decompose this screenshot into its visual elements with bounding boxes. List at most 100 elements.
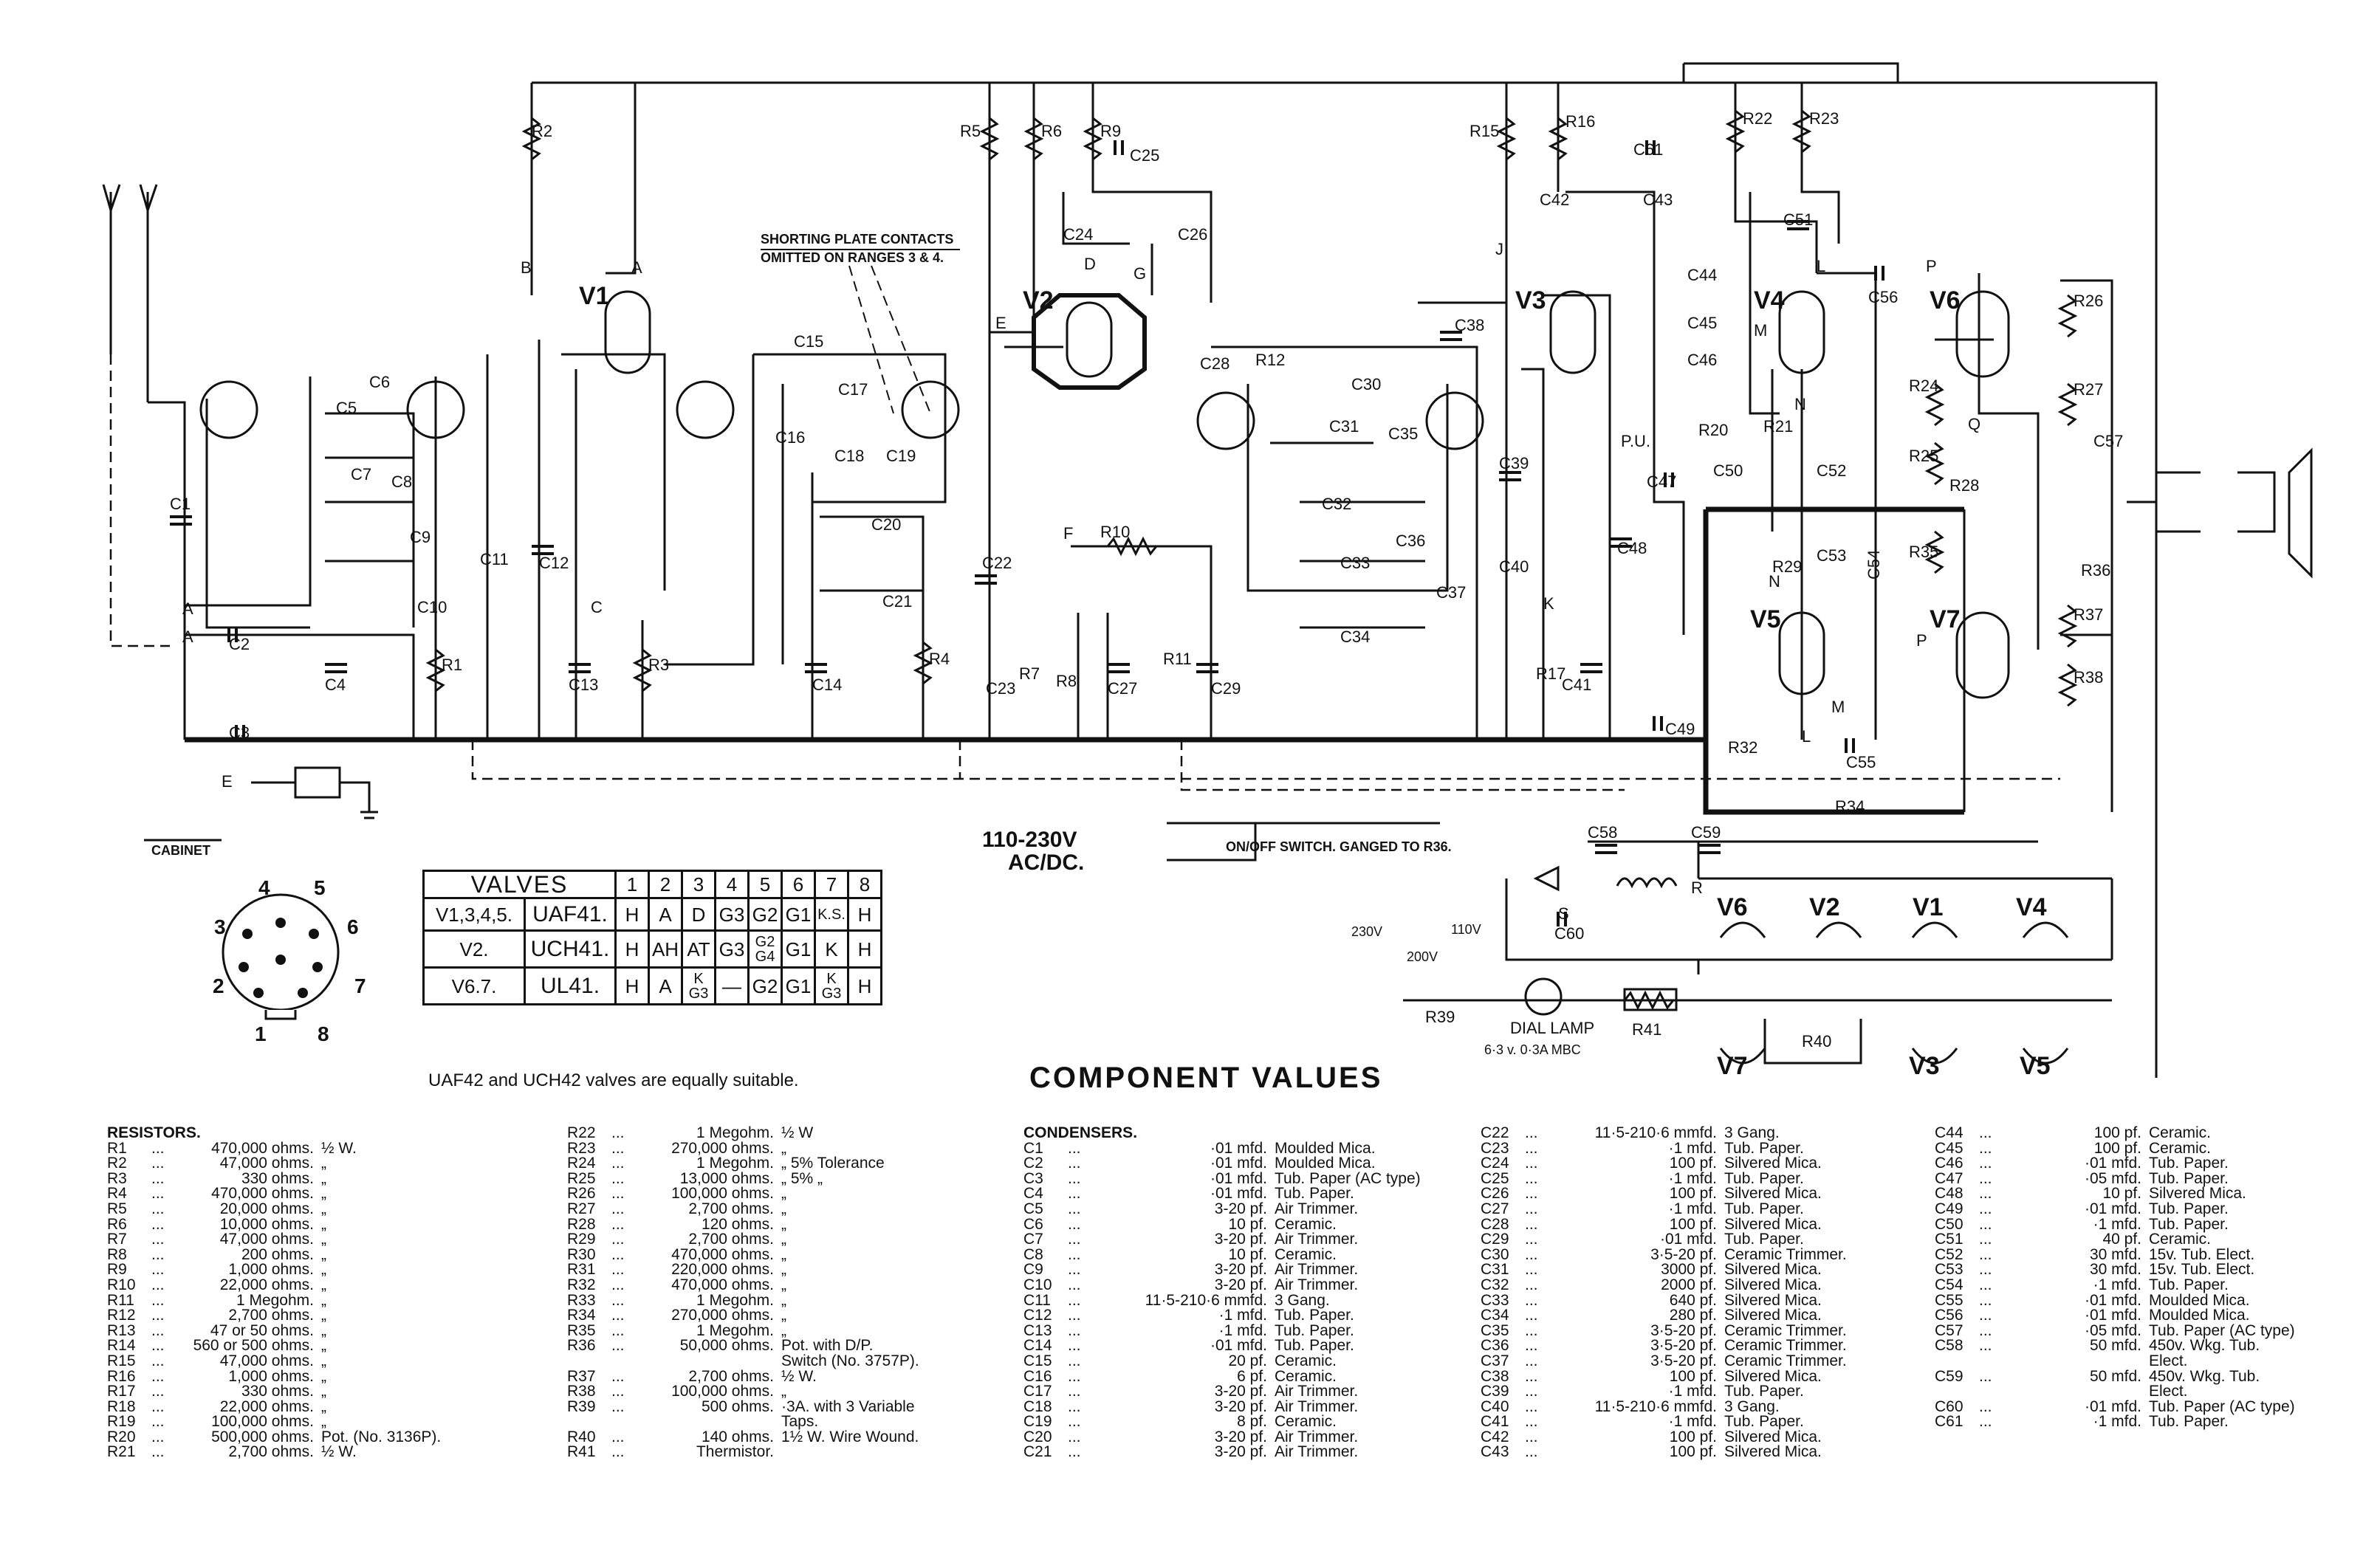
component-row: R31...220,000 ohms.„	[567, 1262, 919, 1278]
component-rating: Air Trimmer.	[1275, 1397, 1359, 1415]
leader-dots: ...	[151, 1185, 165, 1203]
svg-text:F: F	[1063, 524, 1073, 543]
svg-text:Q: Q	[1968, 415, 1980, 433]
pin-function: G3	[714, 929, 750, 969]
svg-text:6·3 v. 0·3A MBC: 6·3 v. 0·3A MBC	[1484, 1042, 1581, 1057]
component-ref: C14	[1023, 1337, 1052, 1355]
component-ref: C26	[1481, 1185, 1509, 1203]
pin-function: H	[847, 897, 882, 932]
component-row: R14...560 or 500 ohms.„	[107, 1338, 441, 1354]
component-ref: R3	[107, 1169, 127, 1187]
component-rating: ½ W.	[321, 1139, 357, 1157]
component-rating: Air Trimmer.	[1275, 1276, 1359, 1293]
component-ref: R1	[107, 1139, 127, 1157]
component-value: 22,000 ohms.	[219, 1397, 314, 1415]
component-value: 3-20 pf.	[1214, 1231, 1267, 1248]
component-value: 3·5-20 pf.	[1650, 1352, 1717, 1369]
component-ref: R4	[107, 1185, 127, 1203]
component-row: C49...·01 mfd.Tub. Paper.	[1935, 1201, 2295, 1217]
component-ref: R18	[107, 1397, 136, 1415]
pin-function: G1	[781, 966, 816, 1005]
component-row: R9...1,000 ohms.„	[107, 1262, 441, 1278]
svg-text:A: A	[182, 599, 193, 618]
svg-text:E: E	[222, 772, 233, 791]
component-rating: „	[781, 1200, 786, 1217]
component-value: 2,700 ohms.	[228, 1443, 314, 1461]
component-ref: R34	[567, 1307, 596, 1324]
component-value: 100 pf.	[1669, 1367, 1717, 1385]
component-ref: C35	[1481, 1321, 1509, 1339]
svg-text:C49: C49	[1665, 720, 1695, 738]
component-value: Thermistor.	[696, 1443, 774, 1461]
condensers-heading: CONDENSERS.	[1023, 1124, 1138, 1141]
component-row: R41...Thermistor.	[567, 1445, 919, 1460]
leader-dots: ...	[611, 1245, 625, 1263]
component-rating: „	[321, 1383, 326, 1400]
svg-text:R5: R5	[960, 122, 981, 140]
svg-text:C44: C44	[1687, 266, 1717, 284]
leader-dots: ...	[1979, 1261, 1992, 1279]
svg-text:C1: C1	[170, 495, 191, 513]
component-rating: „	[321, 1352, 326, 1369]
component-row: C61...·1 mfd.Tub. Paper.	[1935, 1414, 2295, 1430]
component-value: 22,000 ohms.	[219, 1276, 314, 1293]
component-ref: C18	[1023, 1397, 1052, 1415]
component-row: C5...3-20 pf.Air Trimmer.	[1023, 1200, 1421, 1217]
component-value: 11·5-210·6 mmfd.	[1594, 1397, 1717, 1415]
component-row: C27...·1 mfd.Tub. Paper.	[1481, 1201, 1847, 1217]
svg-text:C59: C59	[1691, 823, 1721, 842]
component-rating: Tub. Paper.	[1275, 1337, 1354, 1355]
component-ref: C29	[1481, 1231, 1509, 1248]
component-rating: Silvered Mica.	[1724, 1428, 1822, 1445]
component-rating: „	[781, 1215, 786, 1233]
svg-text:C57: C57	[2093, 432, 2123, 450]
component-value: 2,700 ohms.	[688, 1367, 774, 1385]
component-rating: ½ W.	[781, 1367, 817, 1385]
component-ref: C54	[1935, 1276, 1964, 1293]
component-rating: „	[321, 1185, 326, 1203]
svg-text:C50: C50	[1713, 461, 1743, 480]
svg-text:C19: C19	[886, 447, 916, 465]
component-row: R40...140 ohms.1½ W. Wire Wound.	[567, 1429, 919, 1445]
component-ref: R31	[567, 1261, 596, 1279]
svg-text:C15: C15	[794, 332, 823, 351]
component-row: R21...2,700 ohms.½ W.	[107, 1445, 441, 1460]
svg-text:R21: R21	[1763, 417, 1793, 436]
component-row: R26...100,000 ohms.„	[567, 1186, 919, 1202]
valve-substitution-note: UAF42 and UCH42 valves are equally suita…	[428, 1070, 799, 1090]
component-ref: C32	[1481, 1276, 1509, 1293]
table-header-row: VALVES 1 2 3 4 5 6 7 8	[422, 870, 882, 899]
condensers-column-3: C44...100 pf.Ceramic.C45...100 pf.Cerami…	[1935, 1125, 2295, 1430]
valve-v2: V2	[1023, 286, 1147, 390]
svg-text:C55: C55	[1846, 753, 1876, 771]
component-value: 200 ohms.	[241, 1245, 314, 1263]
svg-text:R27: R27	[2074, 380, 2103, 399]
leader-dots: ...	[1068, 1215, 1081, 1233]
leader-dots: ...	[1979, 1169, 1992, 1187]
pin-number: 1	[614, 870, 650, 899]
component-row: R22...1 Megohm.½ W	[567, 1125, 919, 1141]
svg-text:V1: V1	[1913, 893, 1944, 921]
component-row: C22...11·5-210·6 mmfd.3 Gang.	[1481, 1125, 1847, 1141]
component-rating: „	[321, 1307, 326, 1324]
component-ref: C13	[1023, 1321, 1052, 1339]
leader-dots: ...	[1068, 1352, 1081, 1369]
component-row: R39...500 ohms.·3A. with 3 Variable	[567, 1399, 919, 1415]
svg-text:V1: V1	[579, 282, 610, 310]
svg-text:C43: C43	[1643, 190, 1673, 209]
component-value: 1 Megohm.	[236, 1291, 314, 1309]
component-value: 1 Megohm.	[696, 1155, 774, 1172]
svg-text:V5: V5	[2020, 1052, 2051, 1078]
component-ref: C23	[1481, 1139, 1509, 1157]
component-rating: Tub. Paper.	[2149, 1155, 2229, 1172]
svg-text:1: 1	[255, 1022, 267, 1045]
component-ref: C39	[1481, 1383, 1509, 1400]
component-value: 3-20 pf.	[1214, 1261, 1267, 1279]
component-row: C16...6 pf.Ceramic.	[1023, 1369, 1421, 1385]
component-ref: C5	[1023, 1200, 1043, 1217]
component-row: R7...47,000 ohms.„	[107, 1231, 441, 1248]
leader-dots: ...	[1068, 1397, 1081, 1415]
component-ref: C51	[1935, 1231, 1964, 1248]
svg-text:R20: R20	[1698, 421, 1728, 439]
component-row: R19...100,000 ohms.„	[107, 1414, 441, 1430]
